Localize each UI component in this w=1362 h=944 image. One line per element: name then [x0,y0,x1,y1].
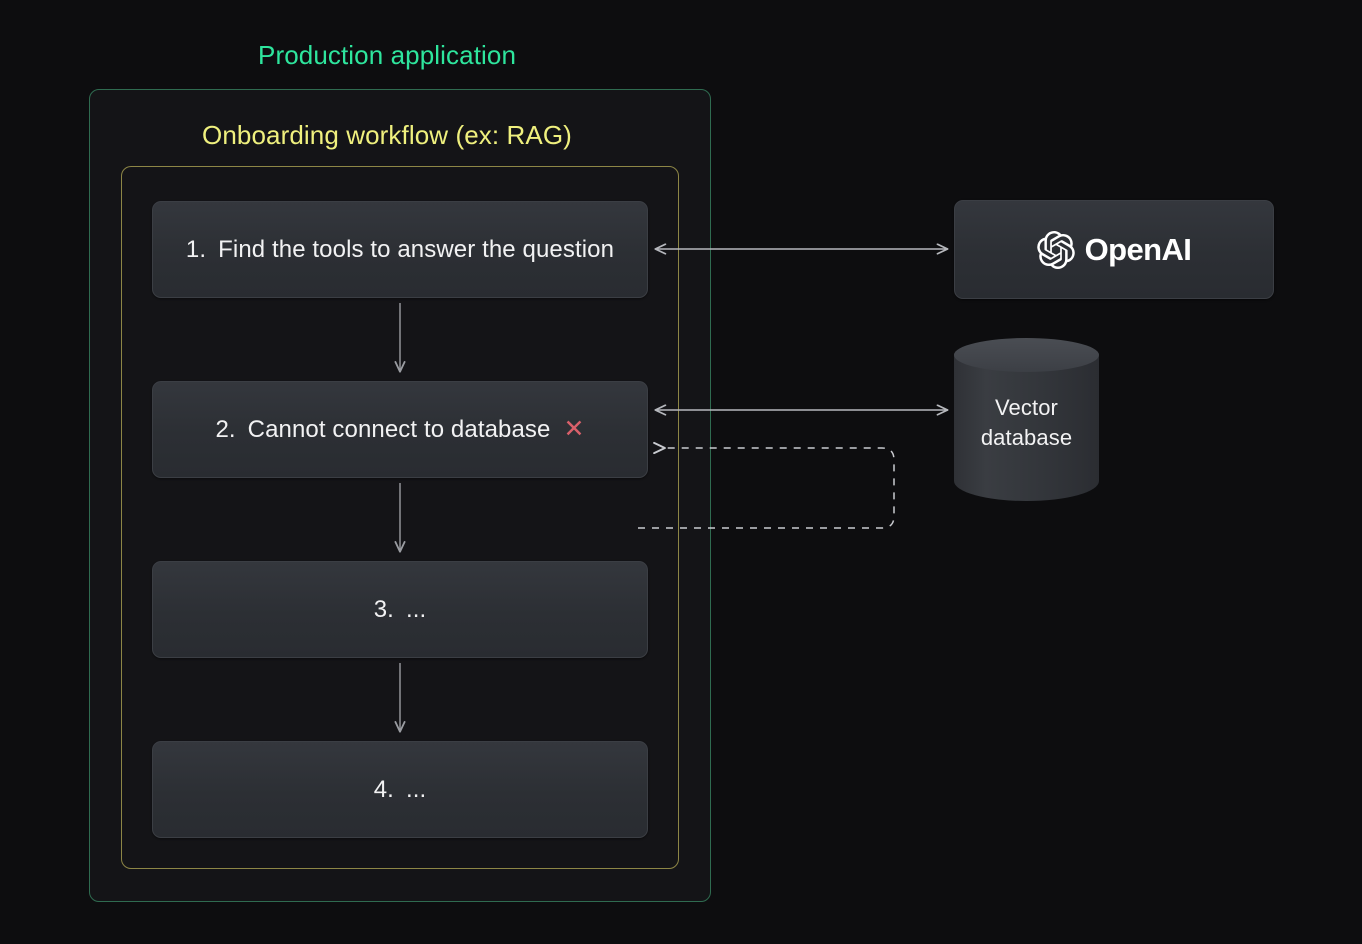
vector-database-node[interactable]: Vector database [954,338,1099,516]
step-1-label: 1. Find the tools to answer the question [186,236,614,264]
step-4-number: 4. [373,775,394,803]
openai-logo-icon [1036,230,1075,269]
step-4-label: 4. ... [374,776,427,804]
step-3-text: ... [405,595,427,623]
vector-database-line2: database [980,425,1073,450]
step-2-text: Cannot connect to database [247,415,551,443]
step-3-number: 3. [373,595,394,623]
openai-service-card[interactable]: OpenAI [954,200,1274,299]
vector-database-label: Vector database [954,393,1099,453]
step-2-number: 2. [215,415,236,443]
workflow-step-2[interactable]: 2. Cannot connect to database ✕ [152,381,648,478]
vector-database-line1: Vector [995,395,1058,420]
openai-label: OpenAI [1084,231,1192,267]
workflow-step-1[interactable]: 1. Find the tools to answer the question [152,201,648,298]
production-application-title: Production application [258,40,517,70]
workflow-step-3[interactable]: 3. ... [152,561,648,658]
workflow-step-4[interactable]: 4. ... [152,741,648,838]
step-1-number: 1. [185,235,207,263]
step-3-label: 3. ... [374,596,427,624]
error-x-icon: ✕ [563,414,585,443]
step-1-text: Find the tools to answer the question [218,235,615,263]
database-cylinder-top-icon [954,338,1099,372]
database-cylinder-body [954,354,1099,501]
onboarding-workflow-title: Onboarding workflow (ex: RAG) [202,120,572,150]
step-4-text: ... [405,775,427,803]
step-2-label: 2. Cannot connect to database ✕ [215,416,584,444]
